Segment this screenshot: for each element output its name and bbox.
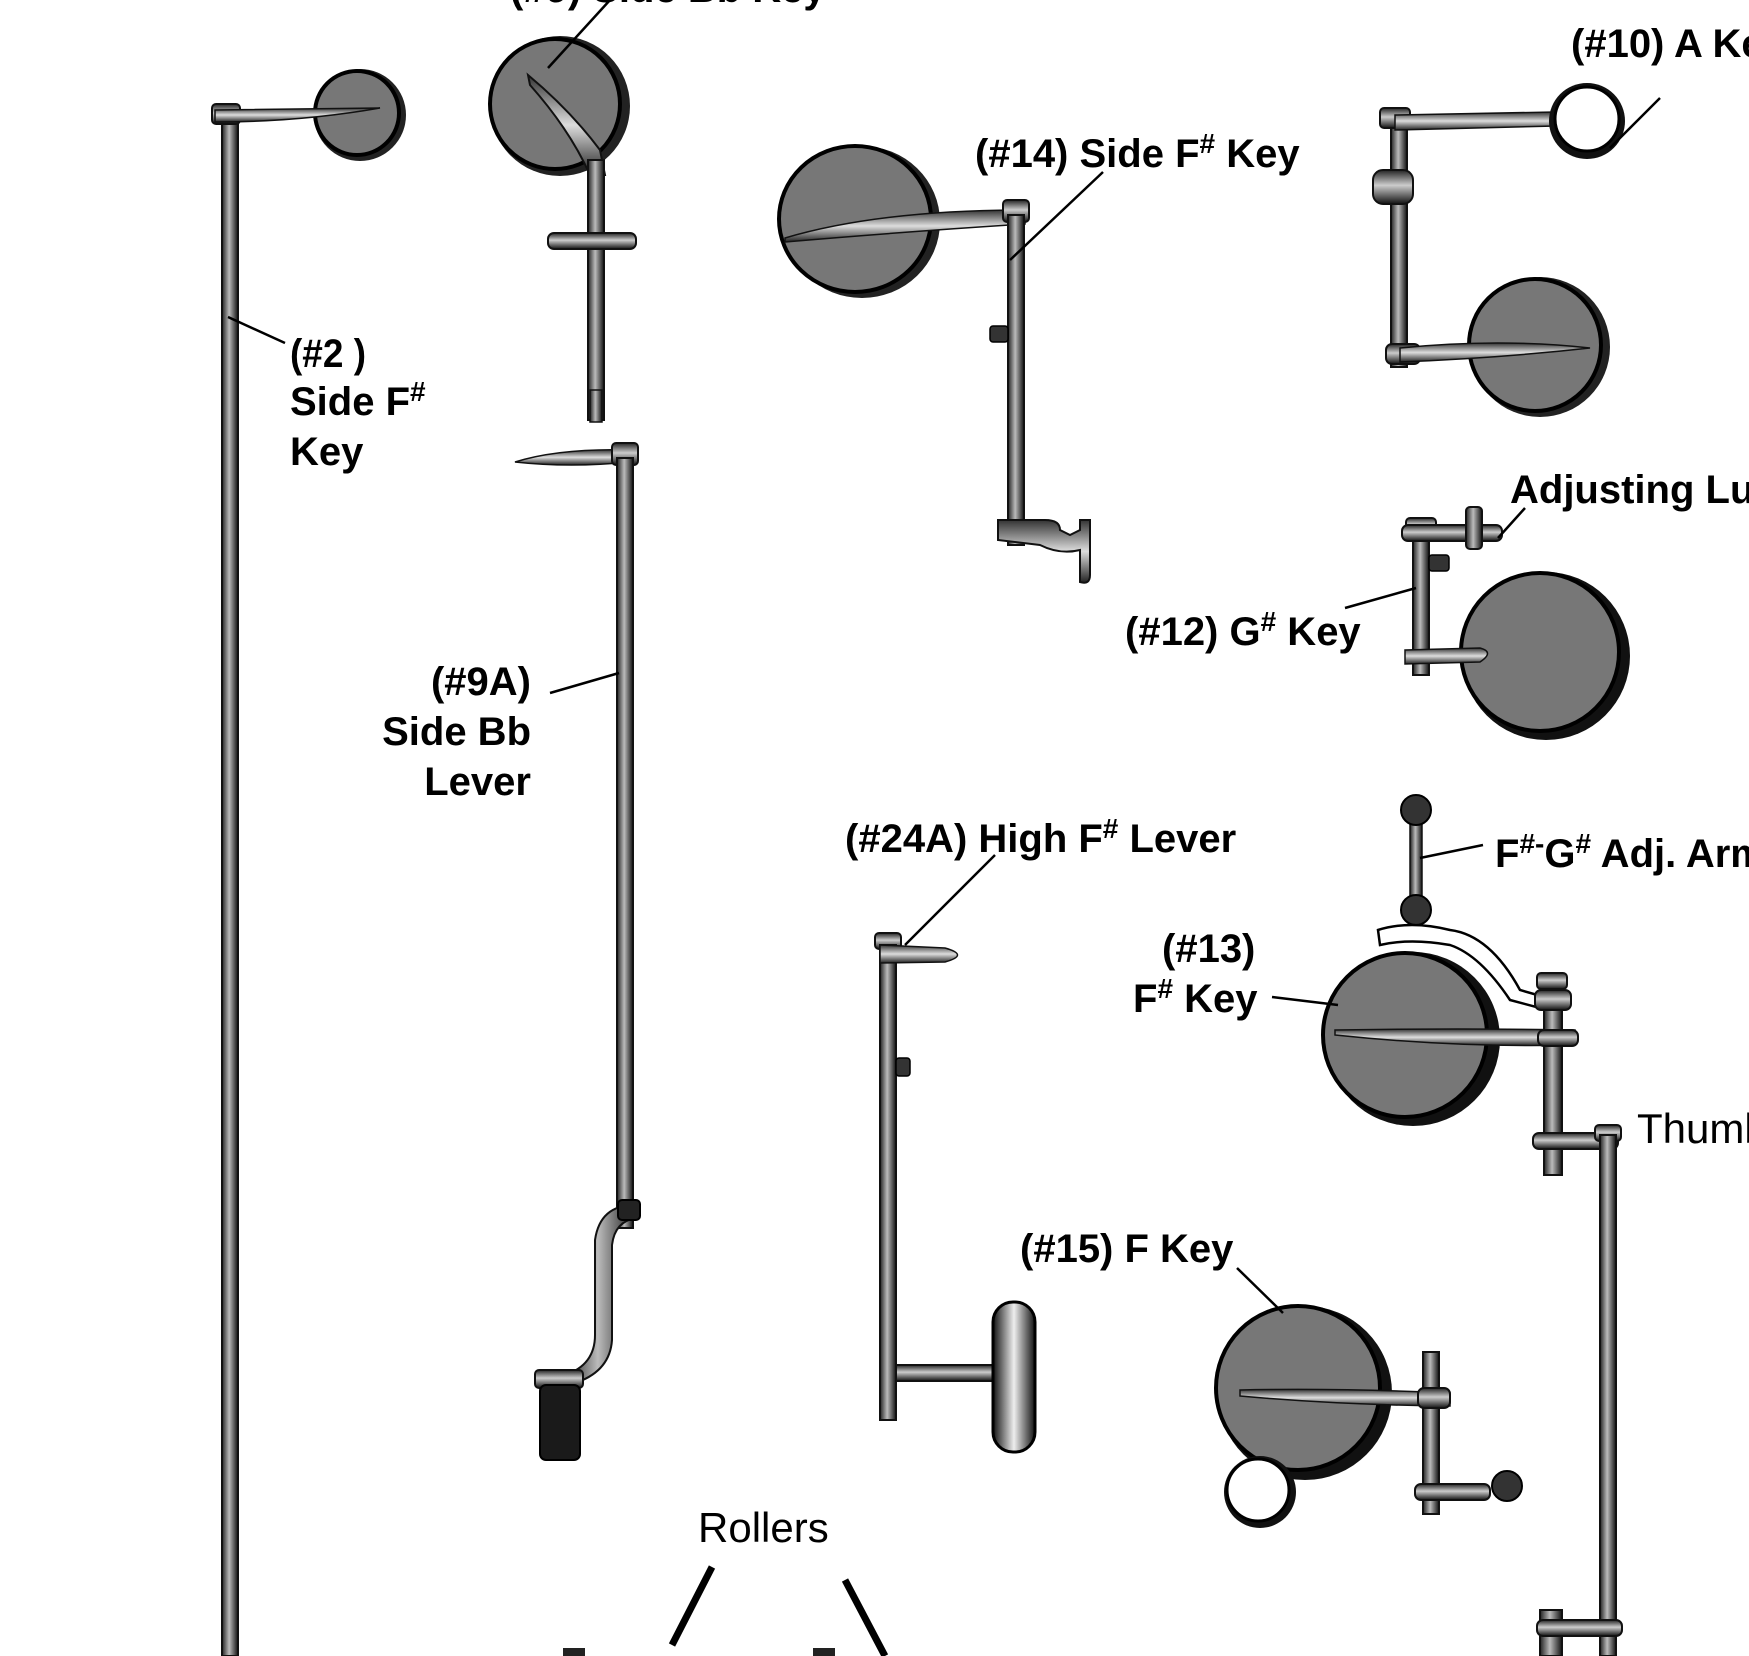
key-9a-crank	[562, 1203, 640, 1384]
key-24a-pin	[895, 1057, 911, 1077]
key-12-leader	[1344, 586, 1417, 610]
key-13-leader	[1271, 995, 1339, 1007]
key-10-a-key	[1372, 83, 1625, 417]
key-15-knob	[1491, 1470, 1523, 1502]
key-13-f-sharp	[1321, 794, 1623, 1656]
key-9a-side-bb-lever	[514, 442, 641, 1461]
key-15-arm	[1239, 1388, 1451, 1407]
key-14-foot	[997, 519, 1091, 584]
key-24a-high-f-sharp-lever	[874, 932, 1037, 1454]
key-9a-number-label: (#9A)	[431, 660, 531, 704]
key-2-label-line1: Side F#	[290, 376, 426, 424]
key-10-leader	[1609, 97, 1661, 149]
roller-left-top	[563, 1648, 585, 1656]
key-9-label: (#9) Side Bb Key	[510, 0, 826, 11]
adj-arm-leader	[1419, 843, 1484, 860]
key-9-rod	[587, 159, 605, 421]
key-2-number-label: (#2 )	[290, 332, 366, 376]
key-24a-leader	[904, 854, 996, 946]
adjusting-lug-leader	[1497, 507, 1526, 539]
key-15-arm-joint	[1417, 1387, 1451, 1409]
key-10-label: (#10) A Key	[1571, 22, 1749, 66]
rollers-leader-right	[841, 1578, 889, 1656]
key-10-touch-piece	[1553, 85, 1621, 153]
key-24a-label: (#24A) High F# Lever	[845, 813, 1236, 861]
key-24a-rod	[879, 944, 897, 1421]
key-14-label: (#14) Side F# Key	[975, 128, 1300, 176]
key-24a-bottom-arm	[895, 1364, 997, 1382]
adjusting-lug-post	[1465, 506, 1483, 550]
key-2-side-f-sharp	[211, 69, 406, 1656]
adjusting-lug-arm	[1401, 524, 1503, 542]
key-14-leader	[1009, 171, 1104, 261]
key-12-g-sharp	[1401, 506, 1630, 740]
key-2-rod	[221, 104, 239, 1656]
key-14-pin	[989, 325, 1009, 343]
key-10-guide	[1372, 169, 1414, 205]
key-15-cup	[1214, 1304, 1382, 1472]
key-9-cross-post	[547, 232, 637, 250]
key-15-label: (#15) F Key	[1020, 1227, 1234, 1271]
key-15-leader	[1236, 1267, 1284, 1314]
key-12-arm	[1404, 647, 1489, 665]
key-24a-touch-plate	[991, 1300, 1037, 1454]
key-15-lower-arm	[1414, 1483, 1491, 1501]
roller-right-top	[813, 1648, 835, 1656]
adjusting-lug-label: Adjusting Lug	[1510, 468, 1749, 512]
adj-arm-top-ball	[1400, 794, 1432, 826]
key-9a-crank-joint	[617, 1199, 641, 1221]
key-14-side-f-sharp	[777, 144, 1091, 584]
key-13-arm-joint	[1537, 1029, 1579, 1047]
key-9a-rod	[616, 457, 634, 1229]
key-2-arm	[214, 107, 381, 123]
thumb-rod	[1599, 1134, 1617, 1656]
key-9-rod-tip	[589, 389, 603, 423]
key-9a-leader	[549, 671, 620, 695]
key-13-rod-top	[1536, 972, 1568, 990]
key-10-top-arm	[1394, 111, 1556, 131]
adj-arm-lower-ball	[1400, 894, 1432, 926]
key-14-rod	[1007, 214, 1025, 546]
rollers-label: Rollers	[698, 1504, 829, 1551]
thumb-label: Thumb	[1637, 1105, 1749, 1152]
key-9a-label-line1: Side Bb	[382, 710, 531, 754]
key-13-number-label: (#13)	[1162, 927, 1255, 971]
key-9-side-bb	[488, 36, 637, 423]
key-9a-foot	[539, 1384, 581, 1461]
key-15-f-key	[1214, 1304, 1523, 1528]
key-2-label-line2: Key	[290, 430, 364, 474]
key-10-rod	[1390, 111, 1408, 368]
key-2-leader	[227, 315, 286, 345]
key-9a-label-line2: Lever	[424, 760, 531, 804]
key-12-pin	[1428, 554, 1450, 572]
key-10-bottom-arm	[1399, 342, 1591, 363]
key-24a-top-arm	[879, 944, 959, 964]
lower-link	[1536, 1619, 1623, 1637]
key-12-label: (#12) G# Key	[1125, 606, 1361, 654]
rollers-leader-left	[668, 1565, 716, 1647]
key-13-label: F# Key	[1133, 973, 1258, 1021]
key-15-roller	[1225, 1457, 1291, 1523]
key-9-leader	[547, 0, 611, 69]
adj-arm-label: F#-G# Adj. Arm	[1495, 828, 1749, 876]
key-13-collar	[1534, 989, 1572, 1011]
